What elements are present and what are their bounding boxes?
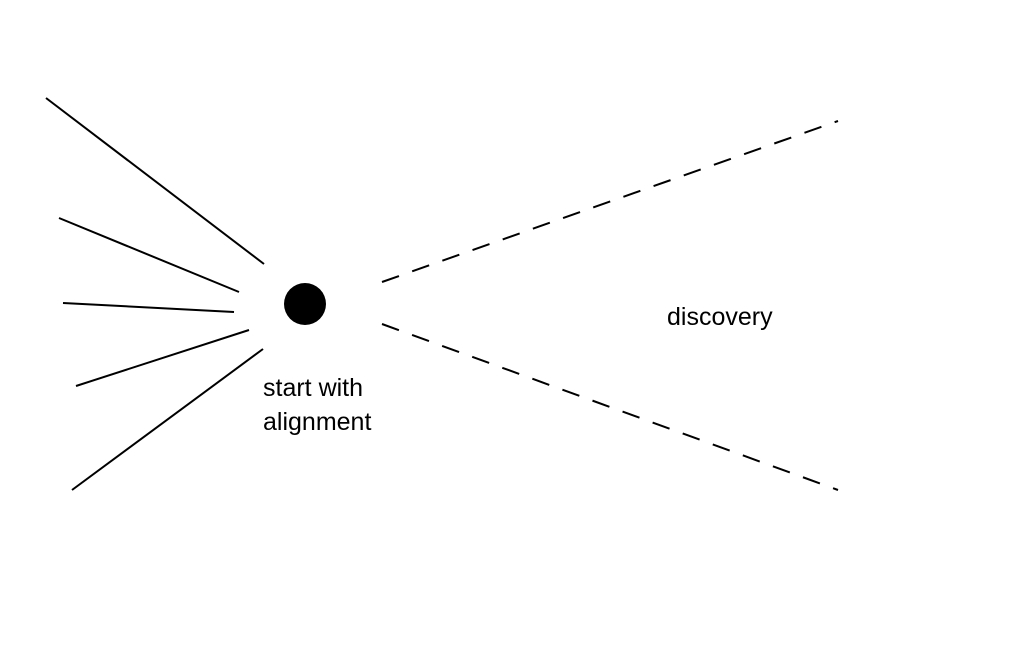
converging-line [62, 302, 235, 313]
converging-line [45, 97, 265, 265]
discovery-label: discovery [667, 303, 773, 331]
start-label-line1: start with [263, 374, 364, 402]
converging-line [58, 217, 240, 293]
diverging-dashed-line-upper [381, 120, 839, 283]
start-label: start with alignment [263, 371, 371, 439]
converging-line [75, 329, 250, 387]
diverging-dashed-line-lower [381, 323, 839, 491]
start-label-line2: alignment [263, 408, 372, 436]
alignment-point [284, 283, 326, 325]
converging-line [71, 348, 264, 491]
